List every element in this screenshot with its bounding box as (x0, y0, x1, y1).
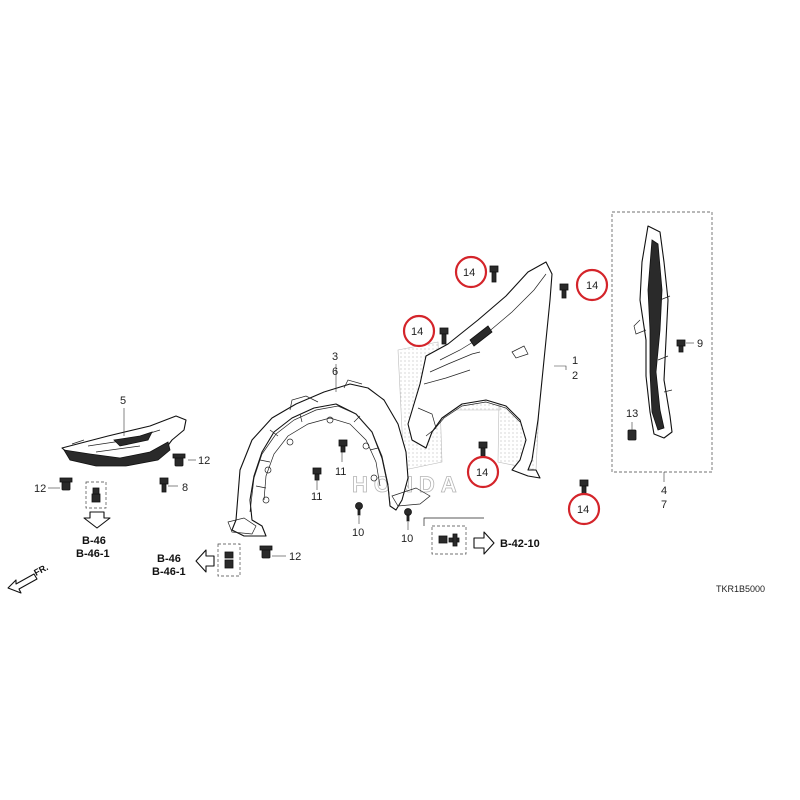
bolt-14-top (489, 265, 499, 283)
callout-10-left: 10 (352, 527, 364, 539)
b42-bracket-line (423, 517, 484, 526)
screw-10-right (404, 508, 412, 522)
arrow-left-icon (195, 549, 215, 573)
highlight-ring-top (454, 255, 488, 289)
splash-shield-part (61, 415, 187, 467)
clip-9 (676, 339, 686, 353)
bolt-14-upper-left (439, 327, 449, 345)
clip-detail-box-center (217, 543, 241, 577)
ref-b42-10: B-42-10 (500, 538, 540, 550)
ref-b46-center: B-46 (157, 553, 181, 565)
callout-6: 6 (332, 366, 338, 378)
ref-b46-1-left: B-46-1 (76, 548, 110, 560)
callout-1: 1 (572, 355, 578, 367)
fender-liner-part (227, 379, 431, 537)
clip-detail-b42 (438, 533, 460, 547)
callout-14-lower: 14 (577, 504, 589, 516)
screw-10-left (355, 502, 363, 516)
callout-11-lower: 11 (311, 491, 322, 503)
callout-2: 2 (572, 370, 578, 382)
front-direction-indicator: FR. (7, 562, 50, 594)
bolt-8 (159, 477, 169, 493)
clip-12-liner (259, 545, 273, 559)
clip-detail-left (91, 487, 101, 503)
callout-13: 13 (626, 408, 638, 420)
highlight-ring-right (575, 268, 609, 302)
callout-14-upper-left: 14 (411, 326, 423, 338)
callout-9: 9 (697, 338, 703, 350)
callout-14-top: 14 (463, 267, 475, 279)
front-direction-arrow-icon (7, 573, 38, 594)
clip-12-right-shield (172, 453, 186, 467)
arrow-down-icon (83, 511, 111, 529)
clip-11-upper (338, 439, 348, 453)
callout-14-right: 14 (586, 280, 598, 292)
callout-11-upper: 11 (335, 466, 346, 478)
callout-14-arch: 14 (476, 467, 488, 479)
callout-8: 8 (182, 482, 188, 494)
callout-10-right: 10 (401, 533, 413, 545)
callout-12-shield: 12 (198, 455, 210, 467)
callout-12-liner: 12 (289, 551, 301, 563)
clip-detail-box-left (85, 481, 107, 509)
ref-b46-1-center: B-46-1 (152, 566, 186, 578)
front-direction-label: FR. (32, 562, 49, 578)
ref-b46-left: B-46 (82, 535, 106, 547)
section-references: B-46 B-46-1 B-46 B-46-1 B-42-10 (76, 535, 540, 578)
bracket-group-box (611, 211, 713, 473)
front-fender-part (407, 261, 553, 479)
clip-12-left (59, 477, 73, 491)
clip-detail-center (224, 551, 234, 569)
clip-detail-box-b42 (431, 525, 467, 555)
highlight-ring-lower (567, 492, 601, 526)
fender-bracket-part (633, 225, 673, 439)
callout-3: 3 (332, 351, 338, 363)
diagram-code: TKR1B5000 (716, 584, 765, 594)
clip-11-lower (312, 467, 322, 481)
callout-12-left: 12 (34, 483, 46, 495)
callout-labels: 1 2 3 6 4 7 5 8 9 10 10 11 11 12 12 12 1… (34, 267, 703, 563)
callout-5: 5 (120, 395, 126, 407)
arrow-right-icon (473, 531, 495, 555)
leader-lines (48, 342, 694, 557)
callout-7: 7 (661, 499, 667, 511)
highlight-ring-upper-left (402, 314, 436, 348)
clip-13 (627, 429, 637, 441)
bolt-14-right (559, 283, 569, 299)
bolt-14-arch (478, 441, 488, 457)
highlight-ring-arch (466, 455, 500, 489)
bolt-14-lower (579, 479, 589, 495)
callout-4: 4 (661, 485, 667, 497)
